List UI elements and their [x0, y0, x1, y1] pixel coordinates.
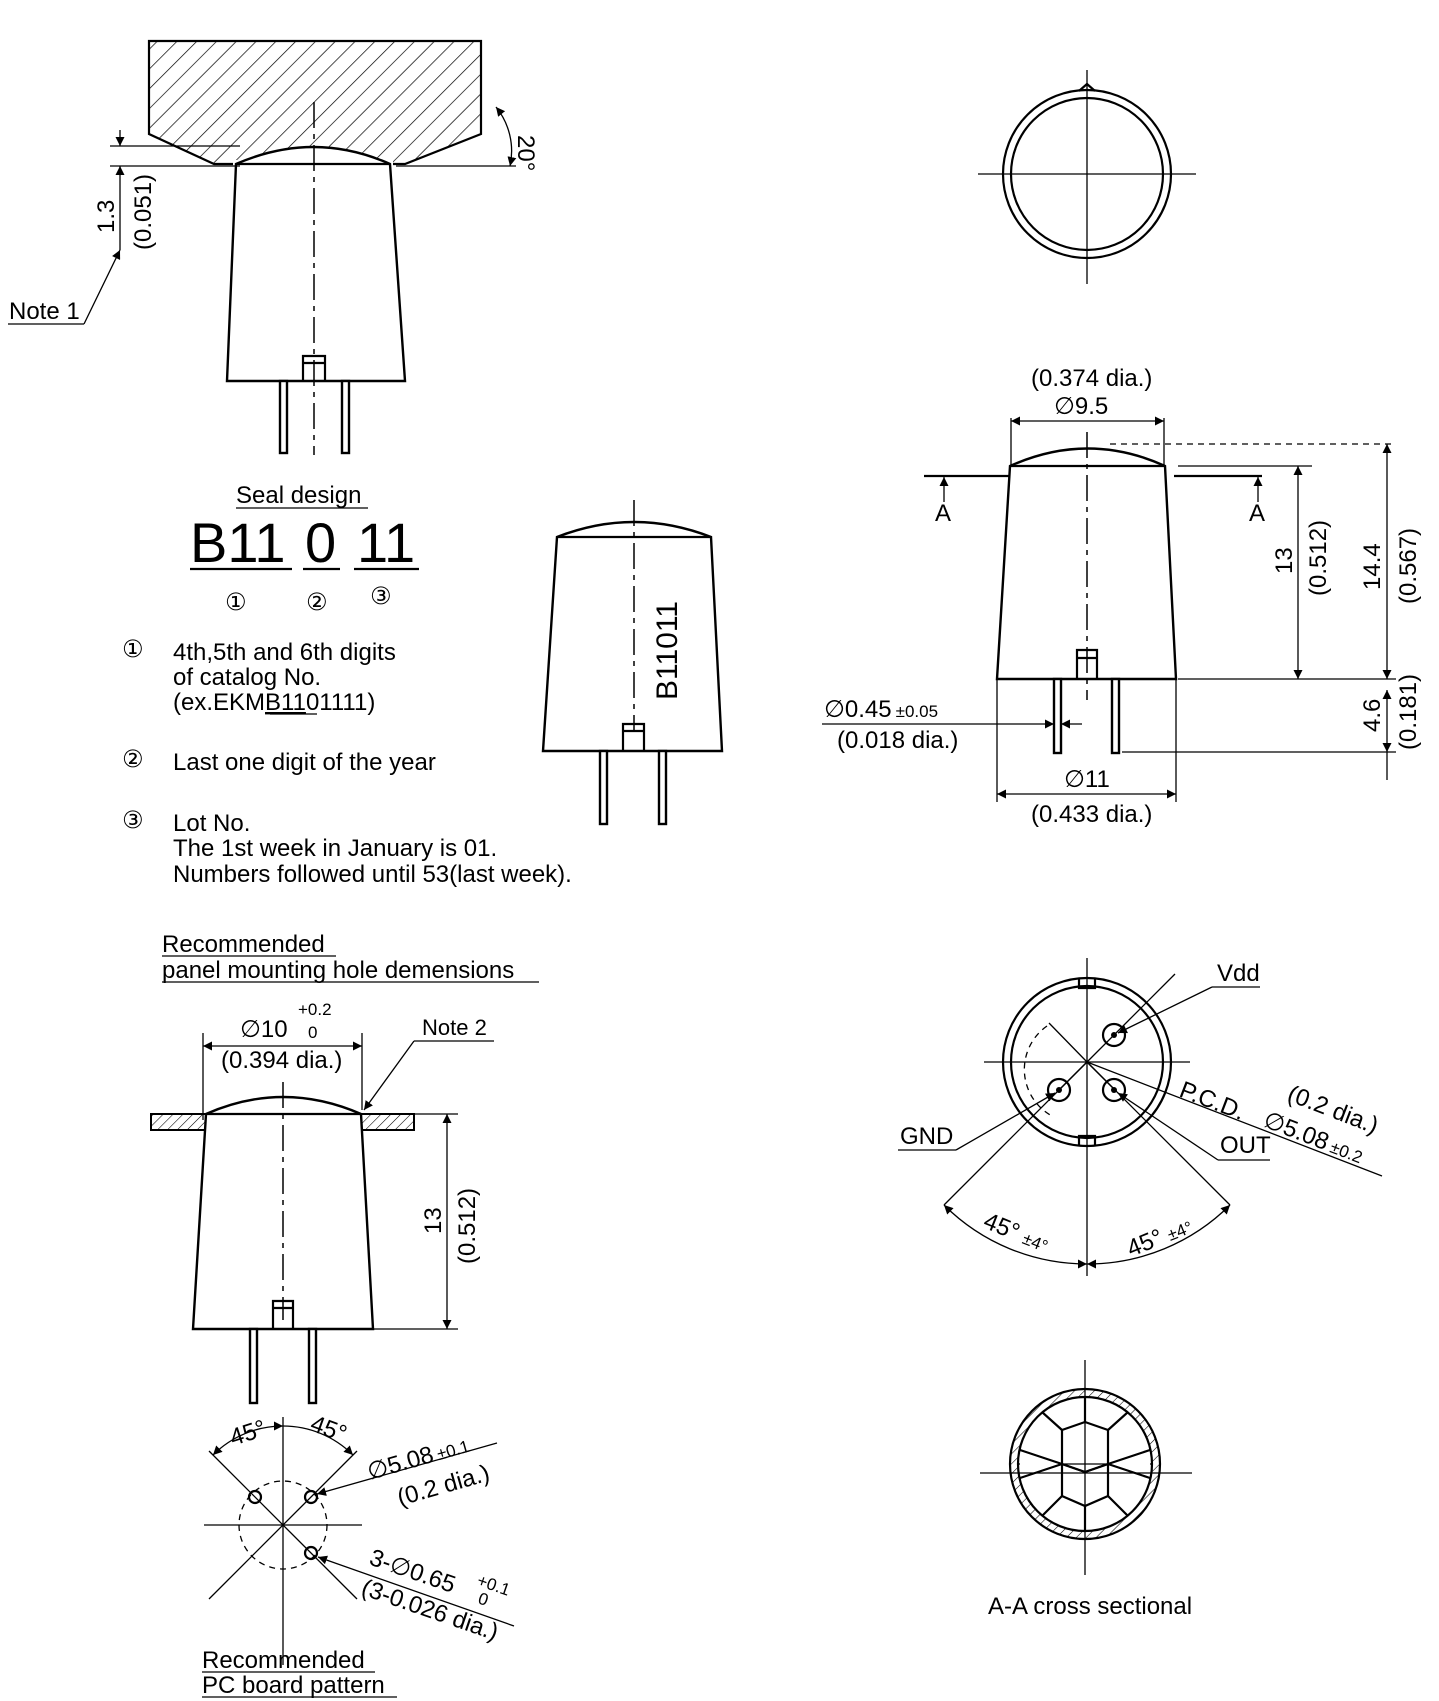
note-2-label: Note 2 — [422, 1015, 487, 1040]
section-a-left: A — [935, 500, 951, 527]
angle-20-label: 20° — [512, 135, 539, 171]
panel-height-in: (0.512) — [454, 1188, 481, 1264]
panel-left — [150, 1113, 207, 1131]
pin-out-label: OUT — [1220, 1132, 1271, 1159]
legend-3-mark: ③ — [122, 807, 144, 834]
pin-dia-in: (0.018 dia.) — [837, 727, 958, 754]
body-height-in: (0.512) — [1305, 520, 1332, 596]
body-dia-mm: ∅11 — [1064, 766, 1110, 793]
panel-tol-plus: +0.2 — [298, 1000, 332, 1019]
legend-3-line-2: The 1st week in January is 01. — [173, 835, 497, 862]
marked-sensor-body — [541, 520, 724, 753]
seal-part-2: 0 — [305, 511, 336, 574]
pin-vdd-label: Vdd — [1217, 960, 1260, 987]
pcb-hole-tol-minus: 0 — [476, 1589, 491, 1610]
panel-title-1: Recommended — [162, 931, 325, 958]
top-view — [978, 70, 1196, 284]
body-dia-in: (0.433 dia.) — [1031, 801, 1152, 828]
pin-left — [278, 379, 289, 455]
panel-title-2: panel mounting hole demensions — [162, 957, 514, 984]
pin-height-in: (0.181) — [1395, 674, 1422, 750]
pcb-angle-a: 45° — [227, 1415, 270, 1452]
legend-3-line-3: Numbers followed until 53(last week). — [173, 861, 572, 888]
pcb-title-1: Recommended — [202, 1647, 365, 1674]
legend-1-line-1: 4th,5th and 6th digits — [173, 639, 396, 666]
note-1-label: Note 1 — [9, 298, 80, 325]
seal-design: Seal design B11 0 11 ① ② ③ ① 4th,5th and… — [122, 482, 572, 888]
legend-1-line-3: (ex.EKMB1101111) — [173, 689, 375, 716]
marking-text: B11011 — [651, 601, 684, 700]
angle-gnd: 45°±4° — [980, 1208, 1053, 1258]
top-dia-mm: ∅9.5 — [1054, 393, 1108, 420]
pin-dia-mm: ∅0.45±0.05 — [824, 696, 938, 723]
pin-gnd-label: GND — [900, 1123, 953, 1150]
cross-section-caption: A-A cross sectional — [988, 1593, 1192, 1620]
sensor-body — [225, 145, 407, 383]
body-height-mm: 13 — [1271, 547, 1298, 574]
section-a-right: A — [1249, 500, 1265, 527]
seal-part-3: 11 — [357, 511, 415, 574]
marked-sensor-view: B11011 — [541, 500, 724, 826]
legend-1-line-2: of catalog No. — [173, 664, 321, 691]
top-dia-in: (0.374 dia.) — [1031, 365, 1152, 392]
legend-2-mark: ② — [122, 746, 144, 773]
pcb-title-2: PC board pattern — [202, 1672, 385, 1699]
legend-3-line-1: Lot No. — [173, 810, 250, 837]
cross-section-view: A-A cross sectional — [980, 1360, 1192, 1620]
seal-part-1: B11 — [190, 511, 285, 574]
pin-right — [340, 379, 351, 455]
pin-notch — [301, 354, 327, 381]
seal-mark-1: ① — [225, 589, 247, 616]
panel-tol-minus: 0 — [308, 1023, 317, 1042]
total-height-mm: 14.4 — [1359, 543, 1386, 590]
panel-dia-in: (0.394 dia.) — [221, 1047, 342, 1074]
panel-height-mm: 13 — [420, 1207, 447, 1234]
panel-right — [360, 1113, 415, 1131]
top-left-view: 20° 1.3 (0.051) Note 1 — [8, 39, 539, 455]
seal-mark-3: ③ — [370, 583, 392, 610]
panel-mounting-view: Recommended panel mounting hole demensio… — [150, 931, 539, 1405]
total-height-in: (0.567) — [1395, 528, 1422, 604]
seal-design-title: Seal design — [236, 482, 361, 509]
legend-1-mark: ① — [122, 636, 144, 663]
pcb-pattern-view: 45° 45° ∅5.08±0.1 (0.2 dia.) 3-∅0.65 +0.… — [202, 1410, 515, 1699]
legend-2-text: Last one digit of the year — [173, 749, 436, 776]
seal-mark-2: ② — [306, 589, 328, 616]
side-view: (0.374 dia.) ∅9.5 A A 13 (0.512) 14.4 (0… — [822, 365, 1422, 828]
pcd-label: P.C.D. — [1176, 1076, 1249, 1125]
dim-1-3: 1.3 — [93, 200, 120, 233]
pcb-angle-b: 45° — [307, 1410, 350, 1448]
dim-0-051: (0.051) — [130, 174, 157, 250]
bottom-view: Vdd GND OUT P.C.D. ∅5.08±0.2 (0.2 dia.) … — [898, 958, 1383, 1276]
panel-dia-mm: ∅10 — [240, 1016, 288, 1043]
angle-out: 45°±4° — [1123, 1212, 1196, 1262]
pin-height-mm: 4.6 — [1359, 699, 1386, 732]
